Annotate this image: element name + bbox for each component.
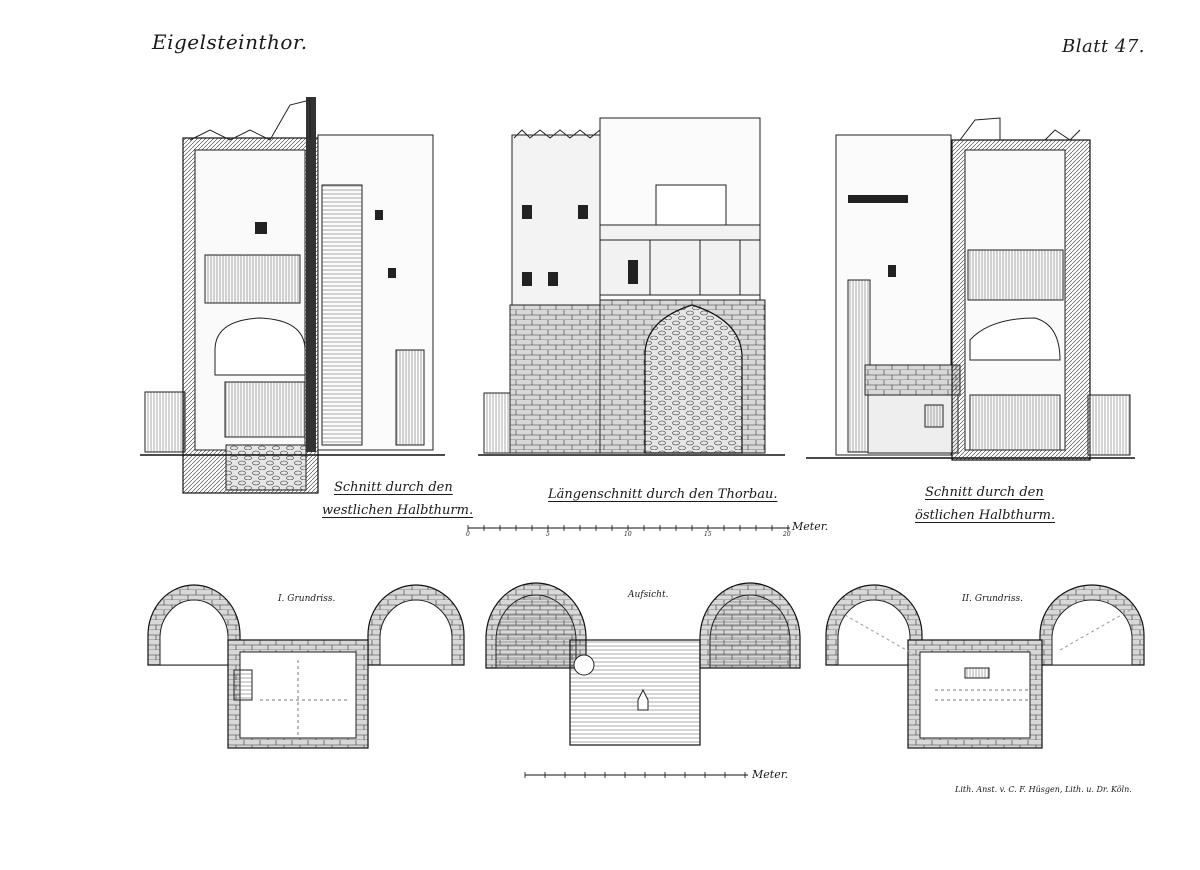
plan-left-drawing: [147, 584, 465, 749]
plan-center-drawing: [485, 582, 801, 746]
east-caption-line1: Schnitt durch den: [925, 485, 1044, 500]
scale-tick-label: 10: [624, 531, 632, 538]
scale-tick-label: 5: [546, 531, 550, 538]
scale-tick-label: 0: [466, 531, 470, 538]
imprint: Lith. Anst. v. C. F. Hüsgen, Lith. u. Dr…: [955, 785, 1132, 794]
plan-right-drawing: [825, 584, 1145, 749]
scale-tick-label: 20: [783, 531, 791, 538]
plate-number: Blatt 47.: [1062, 36, 1146, 57]
east-caption-line2: östlichen Halbthurm.: [915, 508, 1056, 523]
west-caption-line2: westlichen Halbthurm.: [322, 503, 474, 518]
plan-left-label: I. Grundriss.: [278, 594, 336, 604]
scale-bar-top: [467, 525, 790, 531]
east-section-drawing: [806, 117, 1135, 461]
plan-center-label: Aufsicht.: [628, 590, 669, 600]
scale-top-ticks: 0 5 10 15 20: [462, 531, 802, 543]
west-caption-line1: Schnitt durch den: [334, 480, 453, 495]
center-section-drawing: [478, 117, 785, 456]
scale-bar-bottom: [524, 772, 748, 778]
sheet-title: Eigelsteinthor.: [152, 30, 308, 54]
west-section-drawing: [140, 97, 445, 494]
scale-bottom-unit: Meter.: [752, 768, 789, 781]
center-caption: Längenschnitt durch den Thorbau.: [548, 487, 778, 502]
scale-tick-label: 15: [704, 531, 712, 538]
scale-top-unit: Meter.: [792, 520, 829, 533]
plan-right-label: II. Grundriss.: [962, 594, 1023, 604]
